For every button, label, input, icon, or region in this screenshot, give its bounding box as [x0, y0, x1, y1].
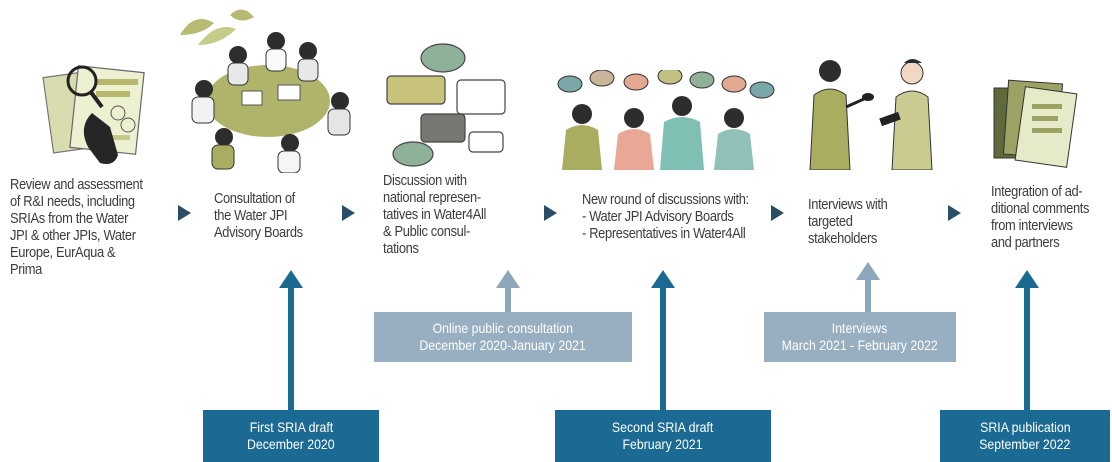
arrow-shaft — [865, 278, 871, 312]
flow-arrow-1 — [178, 205, 191, 221]
group-meeting-illustration — [180, 5, 355, 173]
arrow-head — [856, 262, 880, 280]
online-consultation-title: Online public consultation — [432, 320, 574, 336]
arrow-head — [651, 270, 675, 288]
document-stack-illustration — [990, 78, 1085, 170]
publication-arrow — [1015, 270, 1039, 410]
people-discussion-illustration — [550, 70, 780, 170]
consultation-input-arrow — [496, 270, 520, 312]
second-draft-title: Second SRIA draft — [612, 419, 714, 435]
online-consultation-dates: December 2020-January 2021 — [419, 337, 587, 353]
interviews-period-title: Interviews — [832, 320, 888, 336]
first-draft-arrow — [279, 270, 303, 410]
interview-illustration — [800, 55, 940, 170]
step-integration-text: Integration of ad- ditional comments fro… — [991, 183, 1090, 251]
document-review-illustration — [30, 55, 165, 173]
second-draft-box: Second SRIA draft February 2021 — [555, 410, 771, 462]
interviews-input-arrow — [856, 262, 880, 312]
first-draft-box: First SRIA draft December 2020 — [203, 410, 379, 462]
online-consultation-box: Online public consultation December 2020… — [374, 312, 632, 362]
arrow-shaft — [660, 286, 666, 410]
second-draft-date: February 2021 — [622, 436, 704, 452]
arrow-shaft — [505, 286, 511, 312]
publication-date: September 2022 — [979, 436, 1071, 452]
step-new-round-text: New round of discussions with: - Water J… — [582, 191, 749, 242]
step-consultation-text: Consultation of the Water JPI Advisory B… — [214, 190, 303, 241]
arrow-shaft — [1024, 286, 1030, 410]
interviews-period-dates: March 2021 - February 2022 — [781, 337, 939, 353]
arrow-head — [496, 270, 520, 288]
arrow-head — [1015, 270, 1039, 288]
step-discussion-text: Discussion with national represen- tativ… — [383, 172, 487, 257]
first-draft-date: December 2020 — [247, 436, 335, 452]
publication-title: SRIA publication — [979, 419, 1071, 435]
step-interviews-text: Interviews with targeted stakeholders — [808, 196, 888, 247]
step-review-text: Review and assessment of R&I needs, incl… — [10, 176, 143, 278]
flow-arrow-2 — [342, 205, 355, 221]
speech-bubbles-illustration — [385, 40, 510, 170]
flow-arrow-4 — [771, 205, 784, 221]
arrow-shaft — [288, 286, 294, 410]
second-draft-arrow — [651, 270, 675, 410]
arrow-head — [279, 270, 303, 288]
flow-arrow-5 — [948, 205, 961, 221]
publication-box: SRIA publication September 2022 — [940, 410, 1110, 462]
flow-arrow-3 — [544, 205, 557, 221]
interviews-period-box: Interviews March 2021 - February 2022 — [764, 312, 956, 362]
first-draft-title: First SRIA draft — [249, 419, 333, 435]
